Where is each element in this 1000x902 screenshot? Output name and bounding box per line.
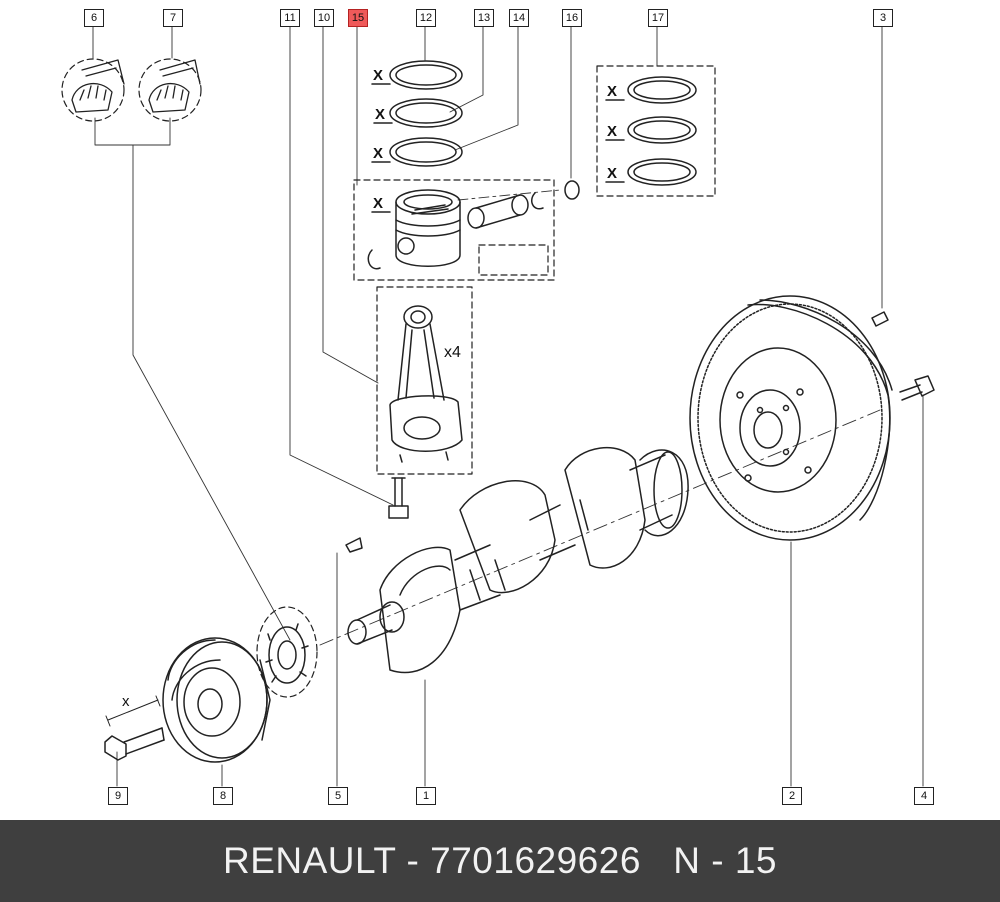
sprocket-detail-7 — [148, 59, 201, 113]
replace-mark: X — [373, 145, 384, 162]
replace-mark: X — [373, 195, 384, 212]
callout-14: 14 — [509, 9, 529, 27]
callout-2: 2 — [782, 787, 802, 805]
circlips — [367, 180, 580, 270]
callout-11: 11 — [280, 9, 300, 27]
part-number-footer: RENAULT - 7701629626 N - 15 — [0, 820, 1000, 902]
callout-12: 12 — [416, 9, 436, 27]
flywheel — [689, 295, 893, 541]
replace-mark: X — [607, 123, 618, 140]
piston-pin — [467, 194, 529, 229]
rod-bolt — [388, 477, 409, 519]
callout-9: 9 — [108, 787, 128, 805]
callout-1: 1 — [416, 787, 436, 805]
callout-10: 10 — [314, 9, 334, 27]
callout-17: 17 — [648, 9, 668, 27]
piston-rings-left — [371, 60, 463, 167]
callout-5: 5 — [328, 787, 348, 805]
callout-6: 6 — [84, 9, 104, 27]
quantity-mark: x4 — [444, 344, 461, 361]
woodruff-key — [345, 537, 363, 553]
replace-mark: X — [373, 67, 384, 84]
exploded-view-diagram: 6 7 11 10 15 12 13 14 16 17 3 9 8 5 1 2 … — [61, 9, 935, 805]
pulley-bolt — [104, 695, 165, 761]
piston-rings-set — [605, 76, 697, 186]
replace-mark: X — [607, 83, 618, 100]
dowel-pin — [871, 311, 889, 327]
leader-lines — [92, 25, 924, 787]
callout-13: 13 — [474, 9, 494, 27]
flywheel-bolt — [899, 375, 935, 401]
sprocket-detail-6 — [71, 59, 125, 113]
callout-3: 3 — [873, 9, 893, 27]
callout-4: 4 — [914, 787, 934, 805]
dashed-groups — [61, 58, 716, 698]
replace-mark: X — [375, 106, 386, 123]
piston — [371, 189, 461, 267]
diagram-drawing — [61, 25, 935, 787]
crankshaft-pulley — [162, 637, 271, 763]
crankshaft — [347, 446, 689, 674]
callout-16: 16 — [562, 9, 582, 27]
replace-mark: X — [607, 165, 618, 182]
callout-8: 8 — [213, 787, 233, 805]
callout-7: 7 — [163, 9, 183, 27]
callout-15-highlighted: 15 — [348, 9, 368, 27]
connecting-rod — [389, 305, 463, 463]
bolt-length-mark: x — [122, 693, 130, 710]
footer-text: RENAULT - 7701629626 N - 15 — [222, 840, 778, 881]
crankshaft-sprocket — [265, 623, 309, 684]
